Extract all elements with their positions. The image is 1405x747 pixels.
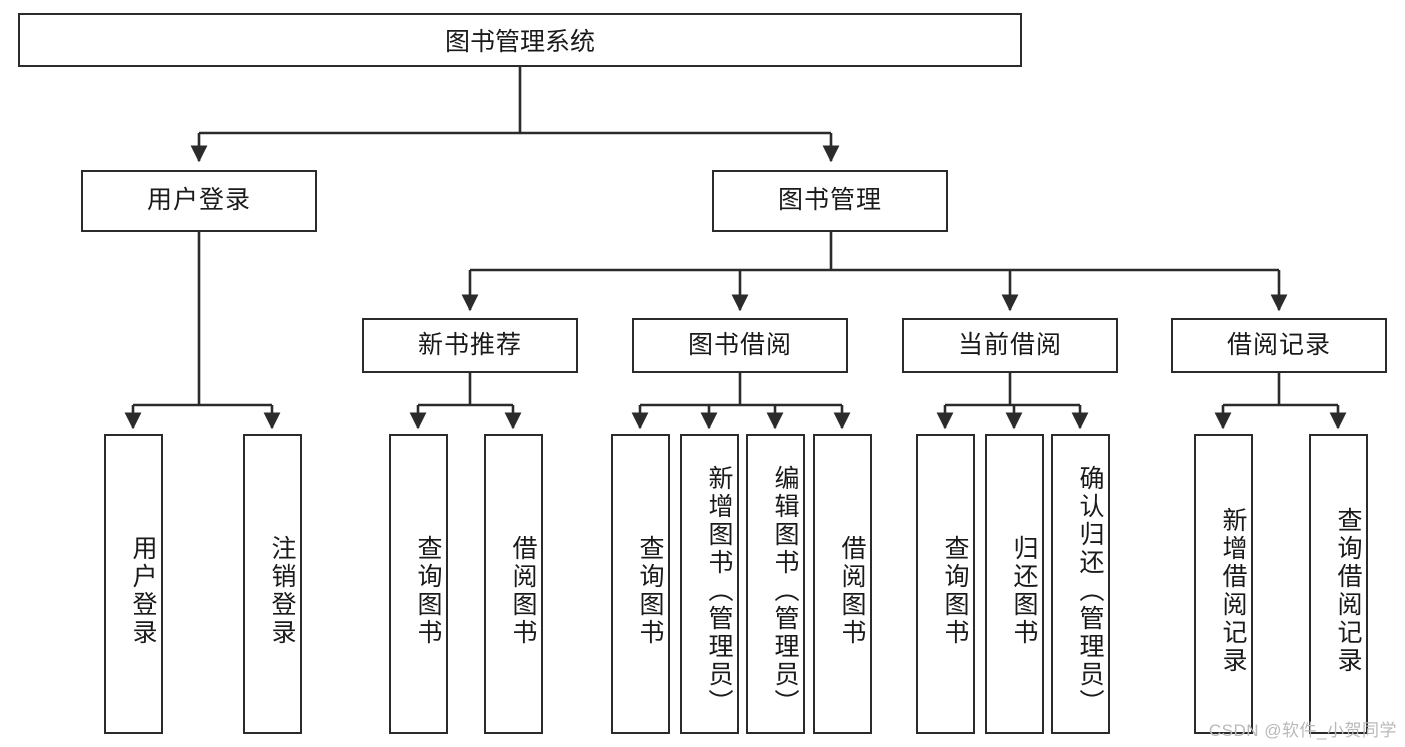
node-book-manage-label: 图书管理 (777, 186, 882, 215)
leaf-edit-book[interactable]: 编辑图书（管理员） (746, 434, 805, 734)
leaf-query-book-2-label: 查询图书 (636, 535, 664, 647)
node-user-login[interactable]: 用户登录 (81, 170, 317, 232)
node-new-book-recommend-label: 新书推荐 (417, 330, 522, 359)
leaf-confirm-return[interactable]: 确认归还（管理员） (1051, 434, 1110, 734)
node-borrow-record-label: 借阅记录 (1226, 330, 1331, 359)
leaf-add-book[interactable]: 新增图书（管理员） (680, 434, 739, 734)
node-book-manage[interactable]: 图书管理 (712, 170, 948, 232)
leaf-logout-label: 注销登录 (268, 535, 296, 647)
node-new-book-recommend[interactable]: 新书推荐 (362, 318, 578, 373)
leaf-query-book-2[interactable]: 查询图书 (611, 434, 670, 734)
leaf-add-record[interactable]: 新增借阅记录 (1194, 434, 1253, 734)
leaf-edit-book-label: 编辑图书（管理员） (771, 465, 799, 717)
node-book-borrow-label: 图书借阅 (687, 330, 792, 359)
watermark: CSDN @软件_小贺同学 (1208, 721, 1397, 740)
leaf-add-record-label: 新增借阅记录 (1219, 507, 1247, 675)
leaf-user-login[interactable]: 用户登录 (104, 434, 163, 734)
leaf-logout[interactable]: 注销登录 (243, 434, 302, 734)
leaf-query-book-1[interactable]: 查询图书 (389, 434, 448, 734)
node-root[interactable]: 图书管理系统 (18, 13, 1022, 67)
leaf-return-book[interactable]: 归还图书 (985, 434, 1044, 734)
leaf-query-record[interactable]: 查询借阅记录 (1309, 434, 1368, 734)
leaf-user-login-label: 用户登录 (129, 535, 157, 647)
node-current-borrow[interactable]: 当前借阅 (902, 318, 1118, 373)
leaf-borrow-book-1[interactable]: 借阅图书 (484, 434, 543, 734)
node-borrow-record[interactable]: 借阅记录 (1171, 318, 1387, 373)
leaf-query-book-1-label: 查询图书 (414, 535, 442, 647)
leaf-confirm-return-label: 确认归还（管理员） (1076, 465, 1104, 717)
node-current-borrow-label: 当前借阅 (957, 330, 1062, 359)
leaf-add-book-label: 新增图书（管理员） (705, 465, 733, 717)
leaf-query-book-3[interactable]: 查询图书 (916, 434, 975, 734)
leaf-borrow-book-2[interactable]: 借阅图书 (813, 434, 872, 734)
leaf-query-record-label: 查询借阅记录 (1334, 507, 1362, 675)
node-book-borrow[interactable]: 图书借阅 (632, 318, 848, 373)
node-root-label: 图书管理系统 (444, 28, 595, 56)
leaf-return-book-label: 归还图书 (1010, 535, 1038, 647)
leaf-borrow-book-2-label: 借阅图书 (838, 535, 866, 647)
leaf-query-book-3-label: 查询图书 (941, 535, 969, 647)
node-user-login-label: 用户登录 (146, 186, 251, 215)
leaf-borrow-book-1-label: 借阅图书 (509, 535, 537, 647)
